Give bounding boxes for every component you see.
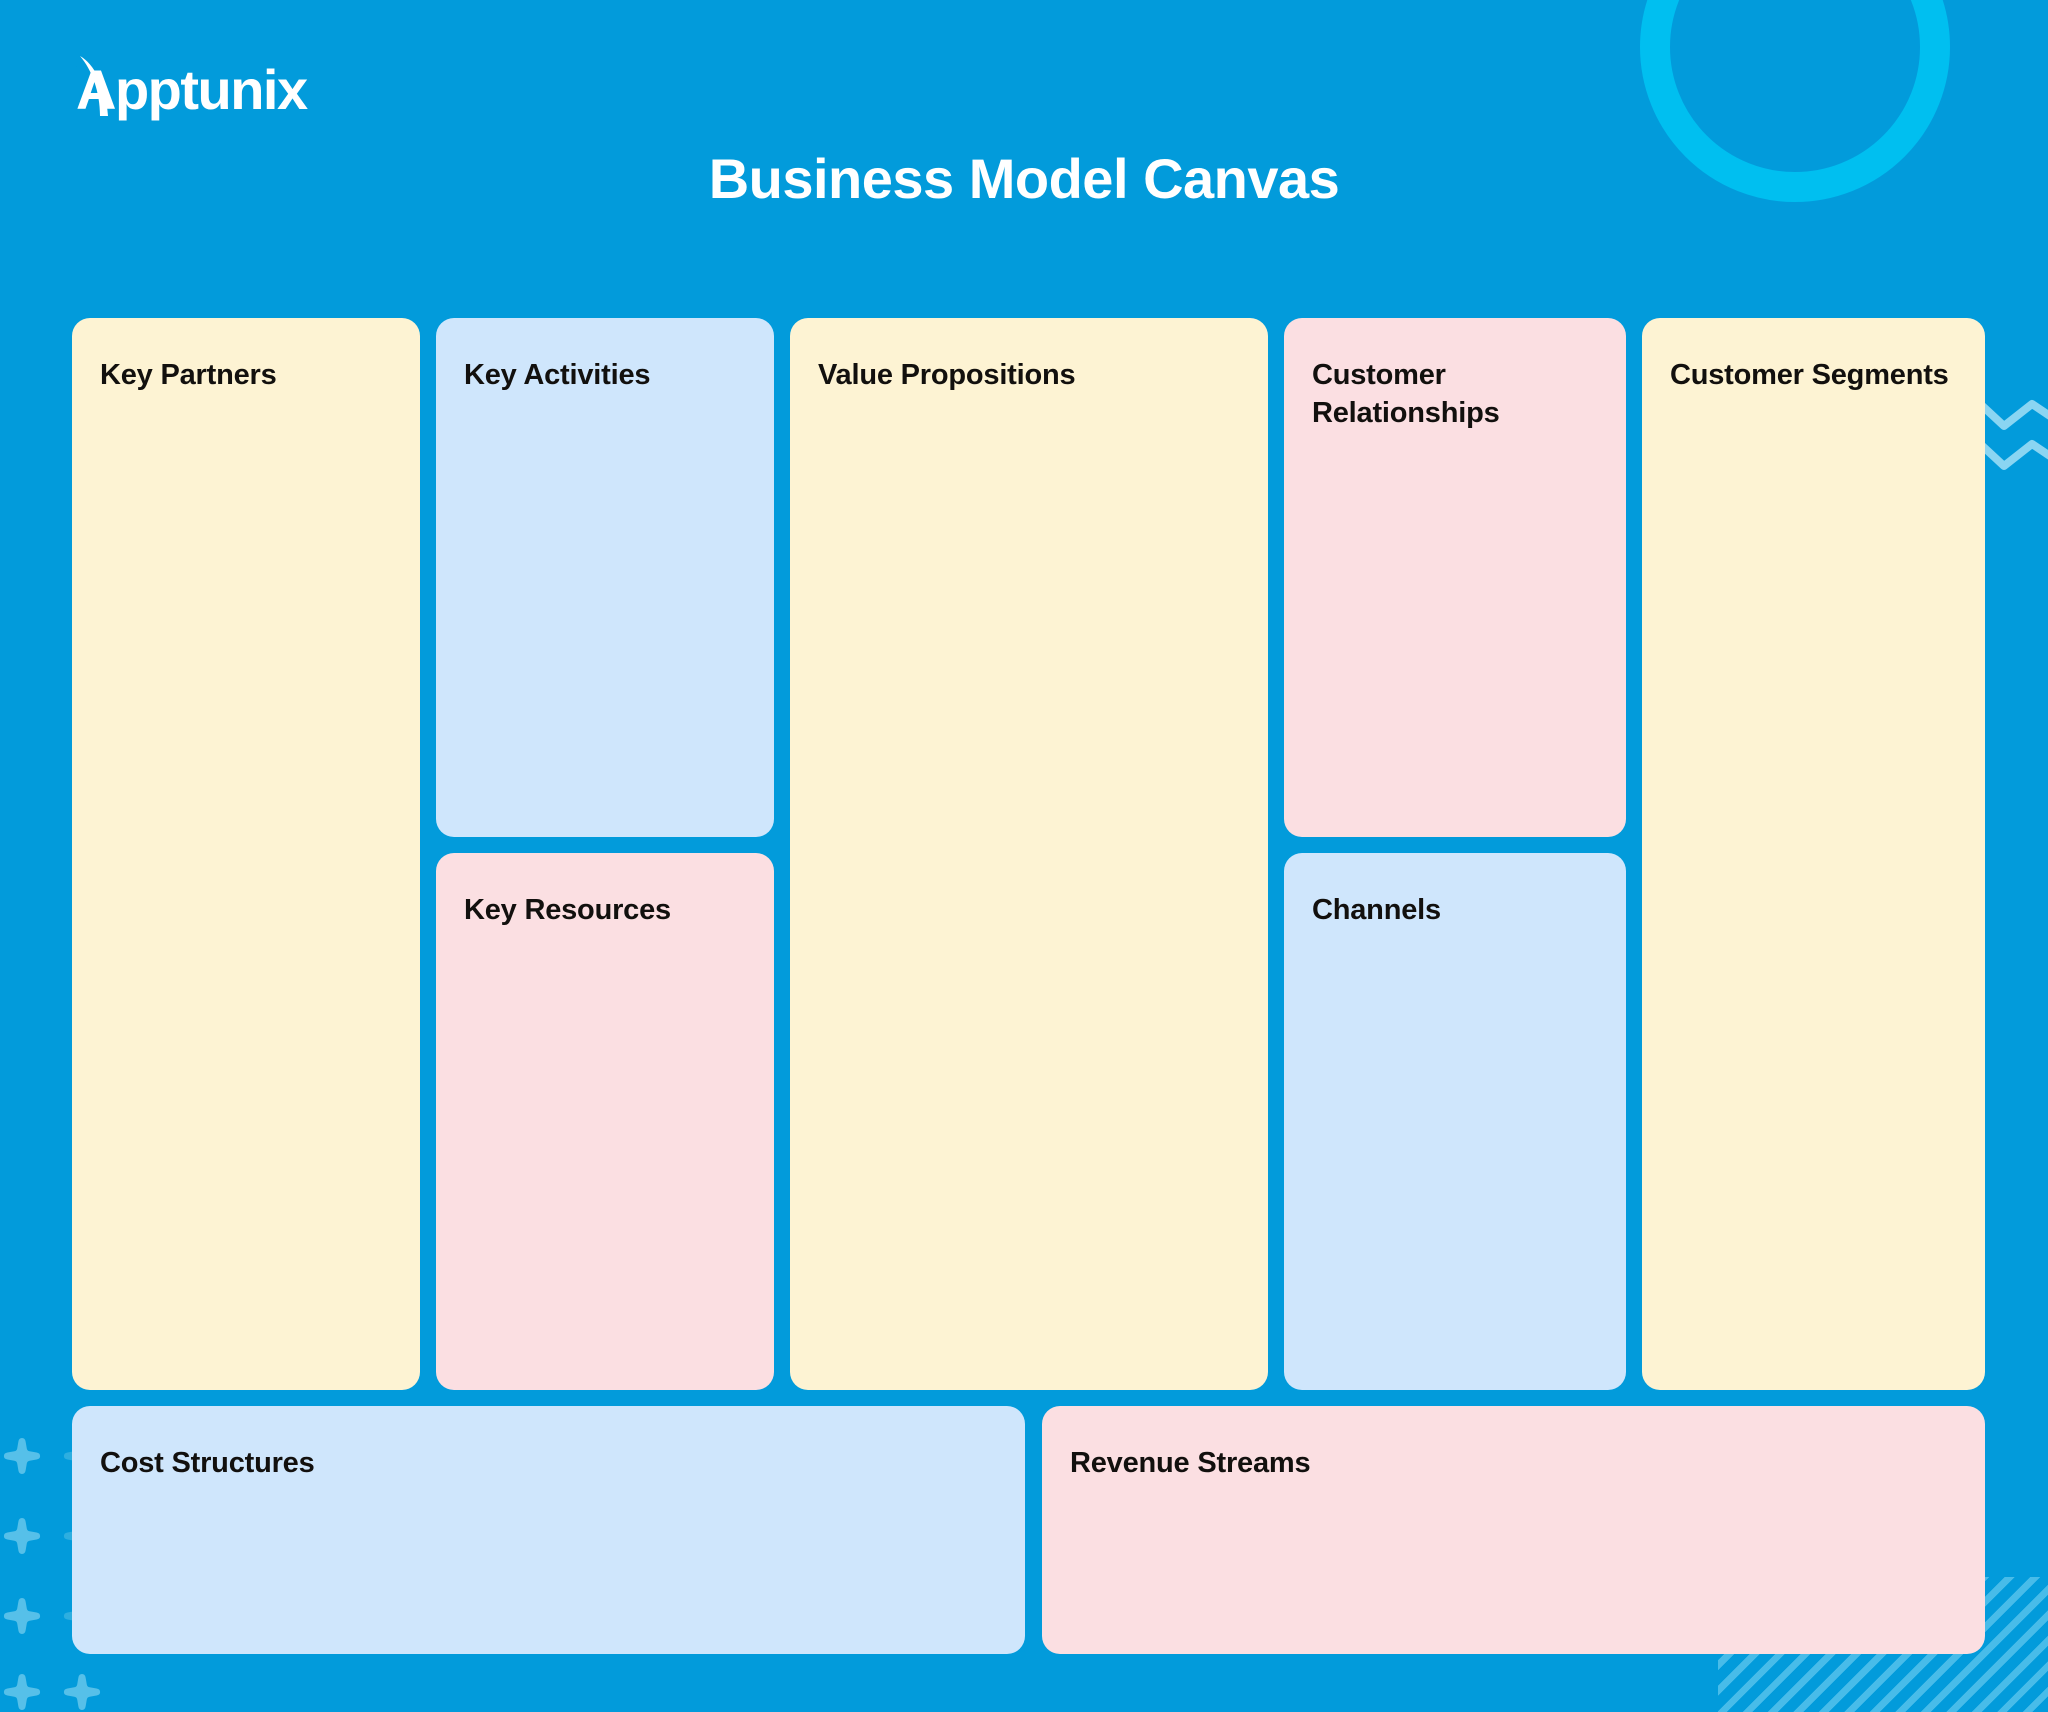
canvas-block-key-activities[interactable]: Key Activities [436, 318, 774, 837]
canvas-block-value-propositions[interactable]: Value Propositions [790, 318, 1268, 1390]
block-title: Channels [1312, 894, 1441, 926]
apptunix-arc-logo-icon [76, 56, 108, 116]
block-title: Key Resources [464, 894, 671, 926]
block-title: Key Partners [100, 359, 277, 391]
brand-logo[interactable]: Apptunix [70, 48, 308, 126]
block-title: Value Propositions [818, 359, 1076, 391]
canvas-block-customer-segments[interactable]: Customer Segments [1642, 318, 1985, 1390]
canvas-block-key-resources[interactable]: Key Resources [436, 853, 774, 1390]
canvas-block-revenue-streams[interactable]: Revenue Streams [1042, 1406, 1985, 1654]
canvas-block-customer-relationships[interactable]: Customer Relationships [1284, 318, 1626, 837]
brand-name: Apptunix [76, 58, 308, 121]
block-title: Key Activities [464, 359, 651, 391]
canvas-grid: Key Partners Key Activities Key Resource… [72, 318, 1985, 1654]
block-title: Customer Relationships [1312, 359, 1500, 430]
canvas-block-channels[interactable]: Channels [1284, 853, 1626, 1390]
canvas-block-cost-structures[interactable]: Cost Structures [72, 1406, 1025, 1654]
block-title: Revenue Streams [1070, 1447, 1311, 1479]
canvas-block-key-partners[interactable]: Key Partners [72, 318, 420, 1390]
block-title: Customer Segments [1670, 359, 1949, 391]
block-title: Cost Structures [100, 1447, 315, 1479]
page-title: Business Model Canvas [708, 147, 1340, 210]
